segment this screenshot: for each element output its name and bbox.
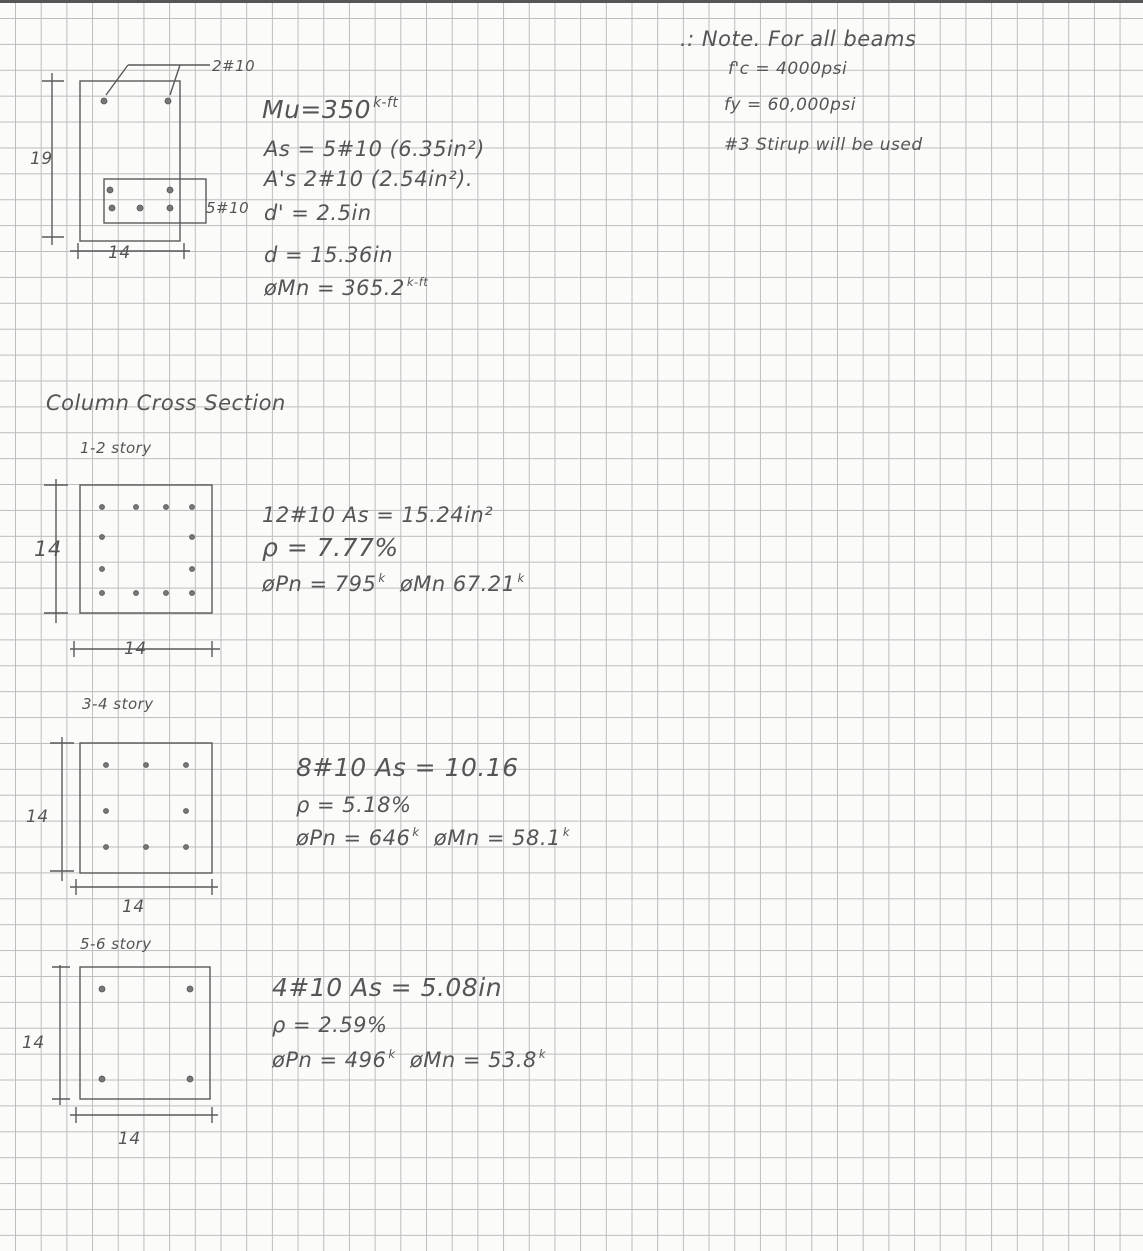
column-3-bars-as: 4#10 As = 5.08in xyxy=(272,973,503,1002)
column-heading: Column Cross Section xyxy=(46,391,286,415)
column-2-bars-as: 8#10 As = 10.16 xyxy=(296,753,519,782)
column-1-height-label: 14 xyxy=(34,537,62,561)
beam-width-label: 14 xyxy=(108,243,131,263)
column-1-bars-as: 12#10 As = 15.24in² xyxy=(262,503,494,527)
column-2-rho: ρ = 5.18% xyxy=(296,793,412,817)
note-fy: fy = 60,000psi xyxy=(724,95,856,115)
column-3-section-sketch xyxy=(52,965,218,1123)
column-1-width-label: 14 xyxy=(124,639,147,659)
column-2-height-label: 14 xyxy=(26,807,49,827)
beam-as-prime: A's 2#10 (2.54in²). xyxy=(264,167,473,191)
column-2-width-label: 14 xyxy=(122,897,145,917)
column-3-width-label: 14 xyxy=(118,1129,141,1149)
beam-d-prime: d' = 2.5in xyxy=(264,201,372,225)
column-3-story-label: 5-6 story xyxy=(80,935,152,953)
column-2-section-sketch xyxy=(50,737,218,895)
beam-bottom-bars-label: 5#10 xyxy=(206,199,250,217)
column-1-rho: ρ = 7.77% xyxy=(262,533,399,562)
beam-height-label: 19 xyxy=(30,149,53,169)
column-1-story-label: 1-2 story xyxy=(80,439,152,457)
column-1-section-sketch xyxy=(44,479,220,657)
beam-as: As = 5#10 (6.35in²) xyxy=(264,137,485,161)
column-3-rho: ρ = 2.59% xyxy=(272,1013,388,1037)
beam-top-bars-label: 2#10 xyxy=(212,57,256,75)
beam-d: d = 15.36in xyxy=(264,243,394,267)
column-2-story-label: 3-4 story xyxy=(82,695,154,713)
note-stirrup: #3 Stirup will be used xyxy=(724,135,923,155)
column-3-height-label: 14 xyxy=(22,1033,45,1053)
note-fc: f'c = 4000psi xyxy=(728,59,848,79)
beam-section-sketch xyxy=(42,64,210,259)
note-heading: .: Note. For all beams xyxy=(680,27,917,51)
